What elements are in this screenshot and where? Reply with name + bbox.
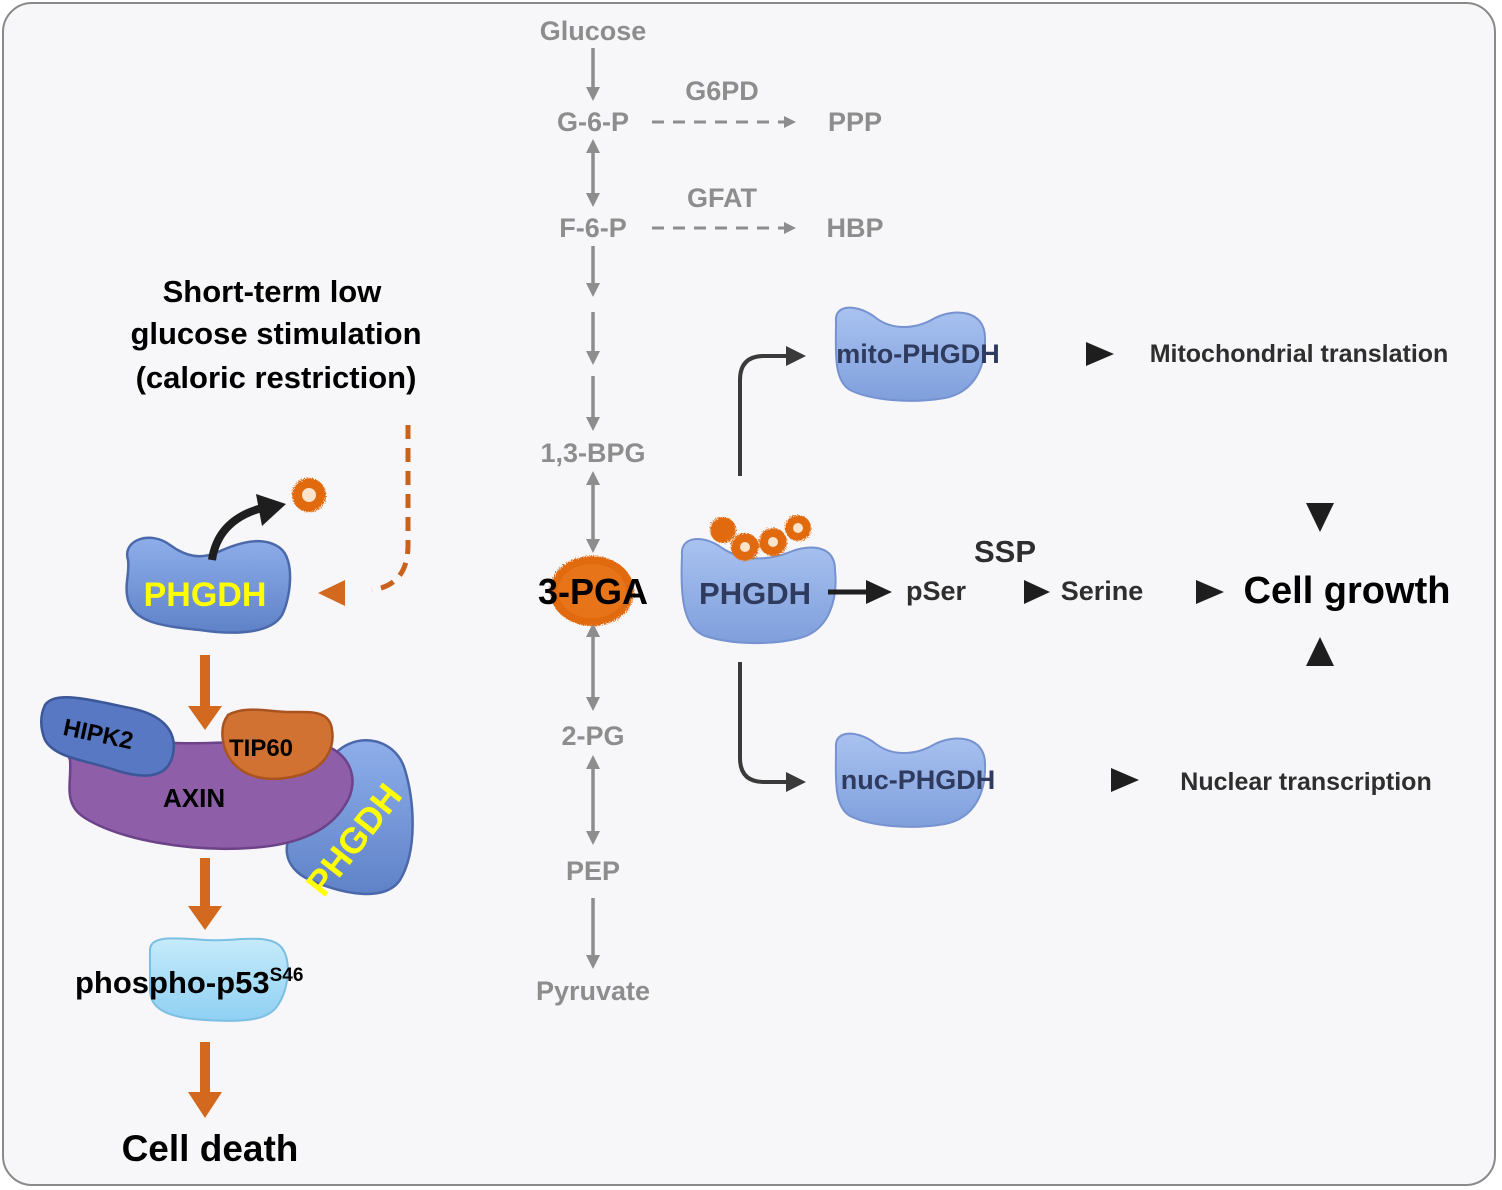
mito-phgdh-protein: [834, 306, 987, 402]
label-pyruvate: Pyruvate: [535, 976, 651, 1006]
release-arrow-head: [256, 494, 286, 526]
label-g6p: G-6-P: [556, 107, 630, 137]
p53-protein: [149, 937, 289, 1022]
label-f6p: F-6-P: [559, 213, 627, 243]
label-phgdh-left: PHGDH: [143, 576, 267, 614]
phgdh-right-protein: [680, 515, 837, 645]
label-mito-phgdh: mito-PHGDH: [836, 339, 1000, 369]
arrow-head-pga-left: [318, 580, 345, 606]
glycolysis-arrows: [586, 48, 796, 969]
label-pser: pSer: [905, 576, 967, 606]
release-arrow: [208, 504, 264, 561]
label-bpg: 1,3-BPG: [540, 438, 646, 468]
label-gfat: GFAT: [687, 183, 757, 213]
label-hbp: HBP: [826, 213, 884, 243]
nuc-phgdh-protein: [834, 732, 987, 828]
phgdh-left-protein: [125, 536, 292, 634]
axin-complex: [40, 696, 414, 896]
label-cell-death: Cell death: [121, 1128, 299, 1169]
label-g6pd: G6PD: [685, 76, 759, 106]
tip60-protein: [221, 708, 334, 781]
label-mito-translation: Mitochondrial translation: [1149, 340, 1449, 368]
label-glucose: Glucose: [539, 16, 647, 46]
label-3pga: 3-PGA: [537, 571, 649, 612]
label-cell-growth: Cell growth: [1243, 570, 1451, 612]
pga-blob: [550, 556, 634, 626]
label-pep: PEP: [565, 856, 621, 886]
label-2pg: 2-PG: [561, 721, 625, 751]
label-nuclear-transcription: Nuclear transcription: [1180, 768, 1432, 796]
label-axin: AXIN: [163, 783, 226, 813]
released-pga-blob: [292, 478, 326, 512]
label-ssp: SSP: [973, 534, 1037, 569]
right-arrows: [738, 342, 1334, 792]
label-nuc-phgdh: nuc-PHGDH: [840, 765, 996, 795]
stimulus-dashed-arrow: [371, 425, 411, 593]
stimulus-line-3: (caloric restriction): [135, 360, 417, 395]
p53-text: phospho-p53: [75, 965, 270, 1000]
label-p53: phospho-p53S46: [75, 966, 303, 998]
stimulus-line-2: glucose stimulation: [130, 316, 422, 351]
label-phgdh-right: PHGDH: [699, 576, 811, 611]
label-ppp: PPP: [827, 107, 883, 137]
p53-superscript: S46: [269, 965, 304, 986]
label-tip60: TIP60: [229, 735, 294, 762]
label-serine: Serine: [1060, 576, 1144, 606]
stimulus-line-1: Short-term low: [162, 274, 382, 309]
hipk2-protein: [40, 696, 175, 777]
